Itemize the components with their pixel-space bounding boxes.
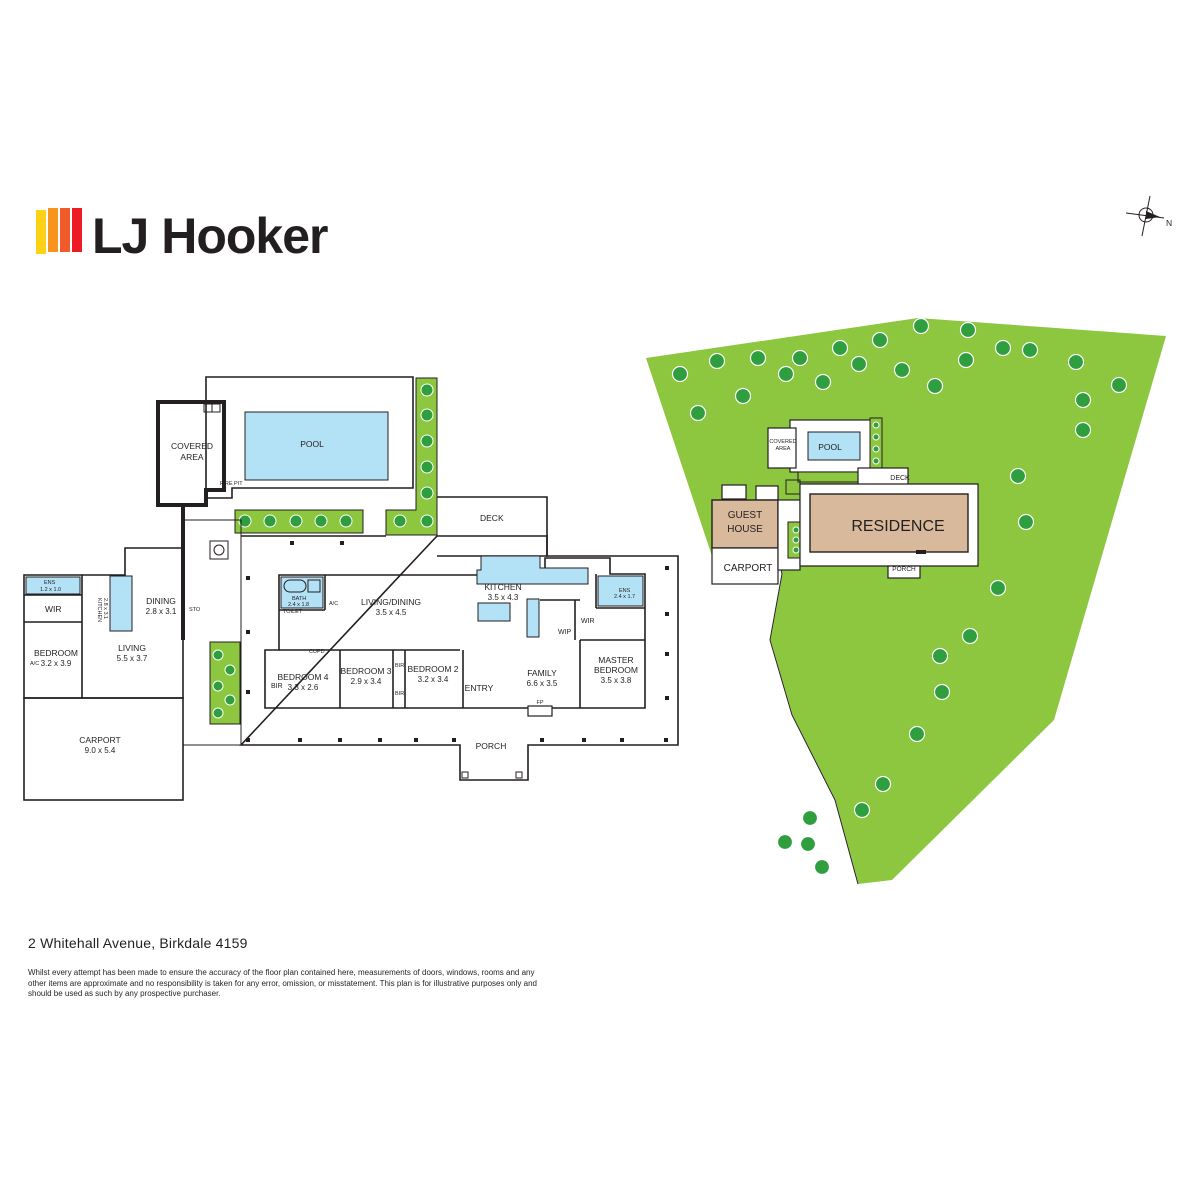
kitchen-bench — [476, 555, 589, 585]
bir-label-3: BIR — [395, 691, 404, 697]
ac-label: A/C — [329, 601, 338, 607]
wip-label: WIP — [558, 629, 572, 636]
logo-stripe-red — [72, 208, 82, 252]
site-covered-area — [767, 427, 797, 469]
floor-plan: POOL COVERED AREA DECK — [23, 376, 679, 801]
bedroom4-label: BEDROOM 4 — [277, 672, 328, 682]
guest-bedroom-dims: 3.2 x 3.9 — [41, 659, 72, 668]
guest-ensuite — [25, 576, 81, 595]
ens-dims: 2.4 x 1.7 — [614, 594, 635, 600]
bedroom2-dims: 3.2 x 3.4 — [418, 675, 449, 684]
covered-area-label-2: AREA — [180, 452, 203, 462]
site-carport-label: CARPORT — [724, 563, 773, 574]
site-plan: POOL COVERED AREA DECK GUEST HOUSE CARPO… — [646, 317, 1166, 885]
site-pool-label: POOL — [818, 442, 842, 452]
logo-stripe-yellow — [36, 210, 46, 254]
living-dims: 5.5 x 3.7 — [117, 654, 148, 663]
deck-label: DECK — [480, 513, 504, 523]
fp-label: FP — [536, 700, 543, 706]
guest-ens-label: ENS — [44, 580, 56, 586]
trees — [671, 317, 1128, 876]
kitchen-island — [477, 602, 511, 622]
pool — [244, 411, 389, 481]
link-walkway — [183, 519, 242, 746]
kitchen-fridge — [526, 598, 540, 638]
fireplace — [527, 705, 553, 717]
ensuite — [597, 575, 644, 607]
north-compass-icon: N — [1125, 195, 1172, 237]
bedroom3-label: BEDROOM 3 — [340, 666, 391, 676]
covered-area-label-1: COVERED — [171, 441, 213, 451]
master-label-2: BEDROOM — [594, 665, 638, 675]
pool-hedge-l — [385, 377, 438, 536]
disclaimer-text: Whilst every attempt has been made to en… — [28, 968, 537, 998]
bir-label-2: BIR — [395, 663, 404, 669]
deck — [437, 496, 548, 557]
residence-outline — [239, 535, 679, 781]
guest-house-label-2: HOUSE — [727, 524, 763, 535]
residence-label: RESIDENCE — [851, 518, 944, 535]
family-dims: 6.6 x 3.5 — [527, 679, 558, 688]
guest-carport-dims: 9.0 x 5.4 — [85, 746, 116, 755]
bath-label: BATH — [292, 596, 306, 602]
residence — [809, 493, 969, 553]
bath-dims: 2.4 x 1.8 — [288, 602, 309, 608]
bedroom2-label: BEDROOM 2 — [407, 664, 458, 674]
property-address: 2 Whitehall Avenue, Birkdale 4159 — [28, 935, 248, 951]
toilet-label: TOILET — [283, 609, 303, 615]
ens-label: ENS — [619, 588, 631, 594]
guest-wir-label: WIR — [45, 604, 62, 614]
sto-label: STO — [189, 607, 201, 613]
logo-stripe-orange — [48, 208, 58, 252]
dining-label: DINING — [146, 596, 176, 606]
living-label: LIVING — [118, 643, 146, 653]
residence-inner — [264, 557, 646, 709]
bedroom4-dims: 3.3 x 2.6 — [288, 683, 319, 692]
bedroom3-dims: 2.9 x 3.4 — [351, 677, 382, 686]
site-porch — [887, 565, 921, 579]
wir-label: WIR — [581, 618, 595, 625]
site-carport — [711, 547, 779, 585]
kitchen-dims: 3.5 x 4.3 — [488, 593, 519, 602]
guest-ac-label: A/C — [30, 661, 39, 667]
cupd-label: CUPD — [309, 649, 325, 655]
lj-hooker-logo: LJ Hooker — [36, 208, 329, 264]
site-pool — [807, 431, 861, 461]
guest-carport-label: CARPORT — [79, 735, 120, 745]
porch-label: PORCH — [476, 741, 507, 751]
verandah-posts — [246, 541, 669, 779]
hedge-bush — [420, 383, 434, 397]
guest-house-label-1: GUEST — [728, 510, 762, 521]
covered-area — [156, 400, 226, 507]
site-deck-label: DECK — [890, 475, 910, 482]
pool-label: POOL — [300, 439, 324, 449]
logo-stripe-deep-orange — [60, 208, 70, 252]
dining-dims: 2.8 x 3.1 — [146, 607, 177, 616]
compass-north-label: N — [1166, 218, 1172, 228]
guest-carport — [23, 697, 184, 801]
fire-pit-label: FIRE PIT — [220, 481, 243, 487]
guest-ens-dims: 1.2 x 1.0 — [40, 587, 61, 593]
site-porch-label: PORCH — [892, 566, 916, 573]
master-label-1: MASTER — [598, 655, 633, 665]
guest-kitchen-dims: 2.8 x 3.1 — [102, 598, 108, 619]
logo-stripes — [36, 208, 82, 254]
tree — [671, 365, 689, 383]
guest-kitchen-label: KITCHEN — [96, 598, 102, 622]
brand-name: LJ Hooker — [92, 208, 328, 264]
guest-bedroom-label: BEDROOM — [34, 648, 78, 658]
living-dining-dims: 3.5 x 4.5 — [376, 608, 407, 617]
family-label: FAMILY — [527, 668, 557, 678]
site-covered-label-1: COVERED — [769, 439, 796, 445]
guest-kitchen-bench — [109, 575, 133, 632]
master-dims: 3.5 x 3.8 — [601, 676, 632, 685]
fire-pit — [209, 540, 229, 560]
kitchen-label: KITCHEN — [484, 582, 521, 592]
living-dining-label: LIVING/DINING — [361, 597, 421, 607]
site-covered-label-2: AREA — [776, 446, 791, 452]
entry-label: ENTRY — [465, 683, 494, 693]
bir-label-1: BIR — [271, 683, 283, 690]
